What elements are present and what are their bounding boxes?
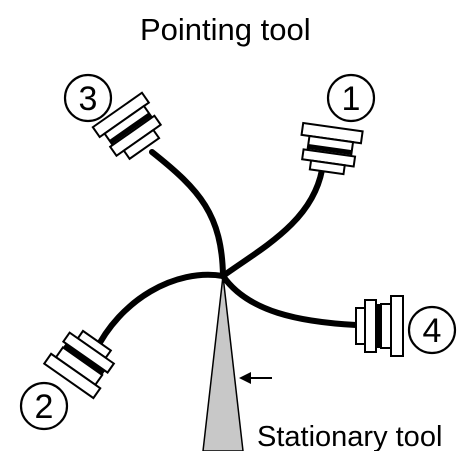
tool-3-number: 3 bbox=[79, 80, 98, 118]
tool-3-badge: 3 bbox=[63, 73, 113, 123]
diagram-title: Pointing tool bbox=[140, 12, 311, 47]
tool-4-number: 4 bbox=[423, 312, 442, 350]
stationary-tool-label: Stationary tool bbox=[257, 421, 442, 451]
cable-1 bbox=[220, 167, 325, 279]
tool-1-badge: 1 bbox=[326, 73, 376, 123]
cable-3 bbox=[149, 149, 226, 279]
tool-4-badge: 4 bbox=[407, 305, 457, 355]
tool-2-connector bbox=[42, 329, 116, 400]
tool-2-badge: 2 bbox=[19, 381, 69, 431]
tool-1-connector bbox=[300, 121, 364, 176]
cable-2 bbox=[92, 271, 226, 355]
stationary-tool bbox=[202, 275, 244, 451]
cables bbox=[92, 149, 359, 355]
tool-3-connector bbox=[91, 91, 163, 161]
stationary-arrow bbox=[239, 372, 272, 384]
cable-4 bbox=[220, 273, 359, 328]
tool-4-connector bbox=[355, 295, 404, 357]
tool-2-number: 2 bbox=[35, 388, 54, 426]
tool-1-number: 1 bbox=[342, 80, 361, 118]
